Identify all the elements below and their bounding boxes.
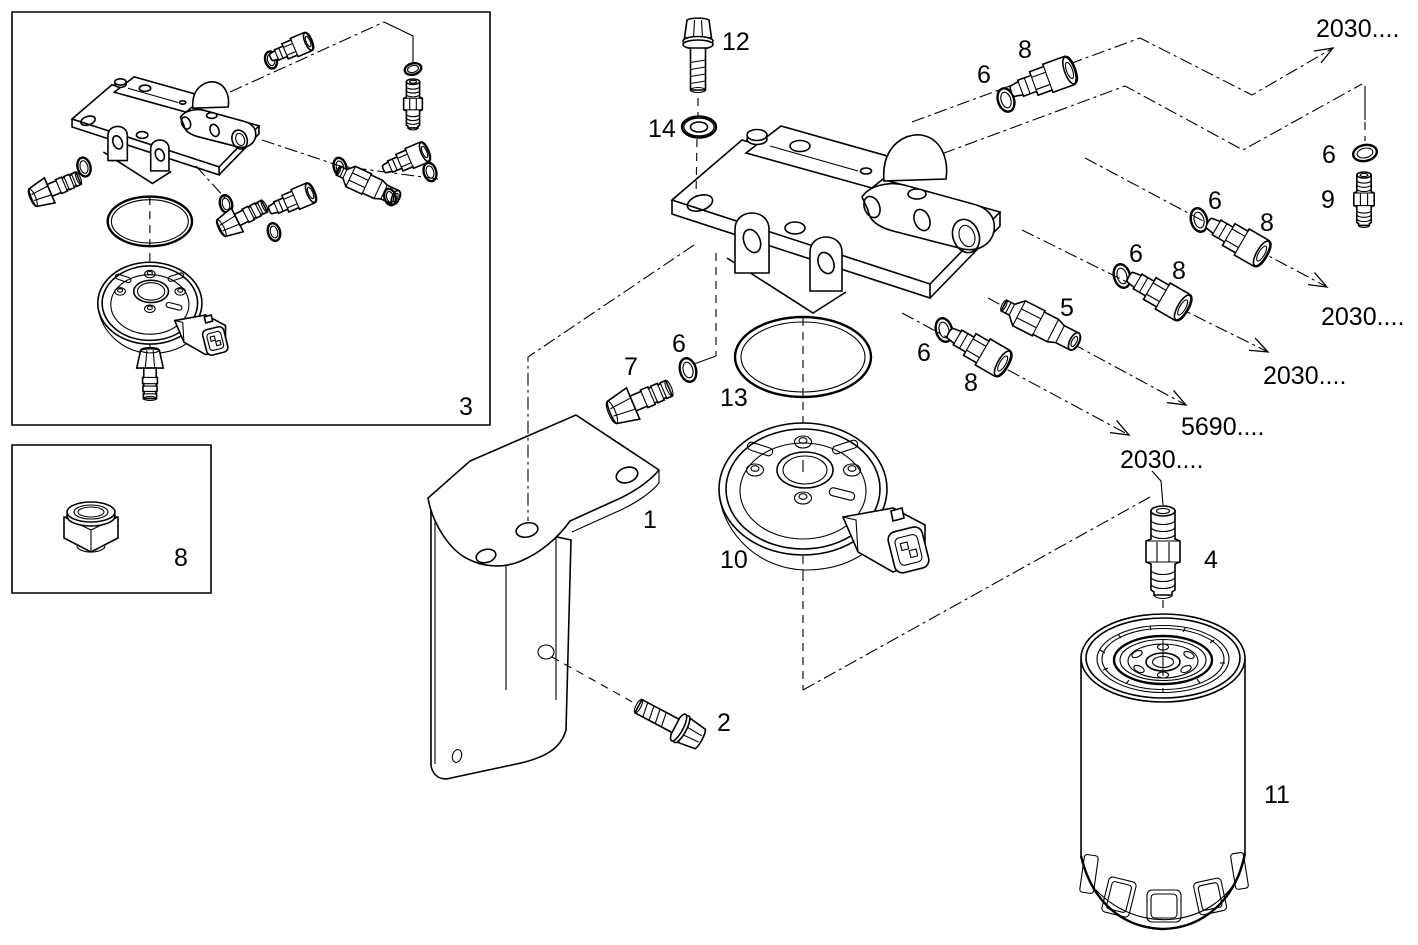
oring-6-left xyxy=(675,355,701,385)
filter-cartridge xyxy=(1079,614,1248,929)
ref-code-center: 2030.... xyxy=(1120,446,1204,474)
fitting-4 xyxy=(1145,505,1181,600)
callout-part-1: 1 xyxy=(643,506,657,534)
callout-part-11: 11 xyxy=(1264,781,1290,809)
inset-8-label: 8 xyxy=(174,544,188,572)
oring-6-right xyxy=(1350,141,1380,165)
head-oring-and-heater-disc xyxy=(719,317,931,574)
callout-part-13: 13 xyxy=(720,384,748,412)
callout-part-14: 14 xyxy=(648,115,676,143)
inset-box-3 xyxy=(12,12,490,425)
callout-part-8-mid2: 8 xyxy=(1172,257,1186,285)
callout-part-10: 10 xyxy=(720,546,748,574)
ref-code-right-mid: 2030.... xyxy=(1263,362,1347,390)
callout-part-6-left: 6 xyxy=(672,330,686,358)
callout-part-4: 4 xyxy=(1204,546,1218,574)
callout-part-6-top: 6 xyxy=(977,61,991,89)
washer-14 xyxy=(680,115,718,139)
ref-code-5690: 5690.... xyxy=(1181,413,1265,441)
ref-code-right-upper: 2030.... xyxy=(1321,303,1405,331)
plug-7 xyxy=(601,370,679,431)
callout-part-6-low: 6 xyxy=(917,339,931,367)
callout-part-6-right: 6 xyxy=(1322,141,1336,169)
inset-box-8 xyxy=(12,445,211,593)
bolt-12 xyxy=(682,17,714,94)
callout-part-12: 12 xyxy=(722,28,750,56)
callout-part-8-top: 8 xyxy=(1018,36,1032,64)
bolt-2 xyxy=(628,690,710,754)
callout-part-7: 7 xyxy=(624,353,638,381)
callout-part-9: 9 xyxy=(1321,186,1335,214)
filter-head-manifold xyxy=(671,125,1001,314)
inset-3-label: 3 xyxy=(459,393,473,421)
fitting-9 xyxy=(1353,171,1375,228)
callout-part-2: 2 xyxy=(717,709,731,737)
ref-code-top-right: 2030.... xyxy=(1316,15,1400,43)
callout-part-8-low: 8 xyxy=(964,369,978,397)
callout-part-6-mid1: 6 xyxy=(1208,187,1222,215)
callout-part-8-mid1: 8 xyxy=(1260,209,1274,237)
callout-part-6-mid2: 6 xyxy=(1129,240,1143,268)
fitting-8-low xyxy=(940,318,1017,381)
callout-part-5: 5 xyxy=(1060,294,1074,322)
mounting-bracket xyxy=(428,415,659,779)
oring-6-mid1 xyxy=(1186,205,1212,235)
alignment-axes xyxy=(694,98,1163,505)
